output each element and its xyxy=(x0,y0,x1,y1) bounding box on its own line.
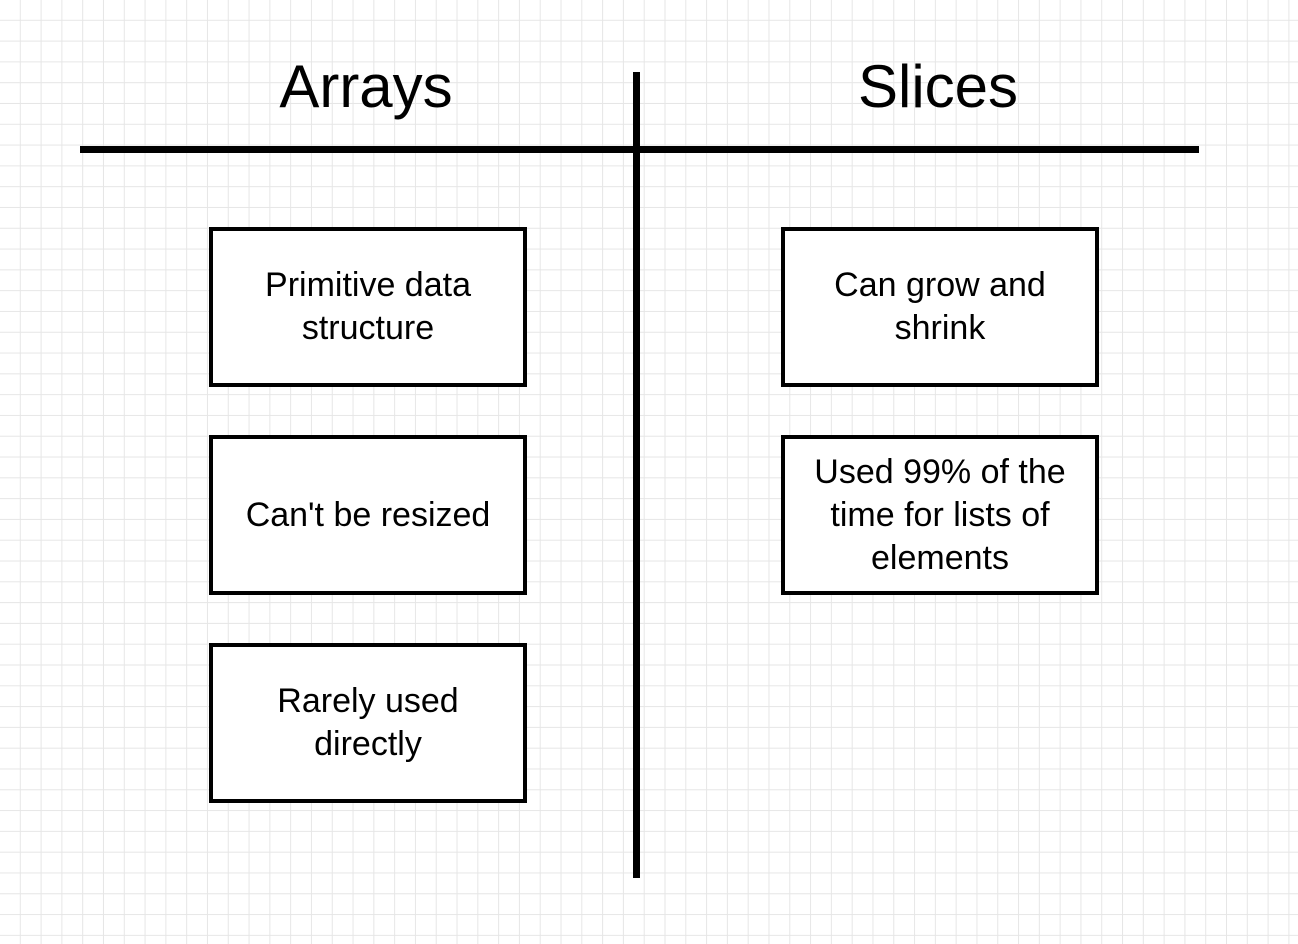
slices-box-2[interactable]: Used 99% of the time for lists of elemen… xyxy=(781,435,1099,595)
arrays-box-1[interactable]: Primitive data structure xyxy=(209,227,527,387)
arrays-box-3[interactable]: Rarely used directly xyxy=(209,643,527,803)
arrays-box-2-label: Can't be resized xyxy=(245,495,491,534)
slices-box-1[interactable]: Can grow and shrink xyxy=(781,227,1099,387)
vertical-divider xyxy=(633,72,640,878)
arrays-heading: Arrays xyxy=(279,53,453,120)
arrays-box-2[interactable]: Can't be resized xyxy=(209,435,527,595)
slices-box-2-label: Used 99% of the time for lists of elemen… xyxy=(814,452,1066,577)
slices-box-1-label: Can grow and shrink xyxy=(834,266,1046,347)
arrays-box-3-label: Rarely used directly xyxy=(277,682,459,763)
arrays-box-1-label: Primitive data structure xyxy=(265,266,471,347)
slices-heading: Slices xyxy=(857,53,1019,120)
